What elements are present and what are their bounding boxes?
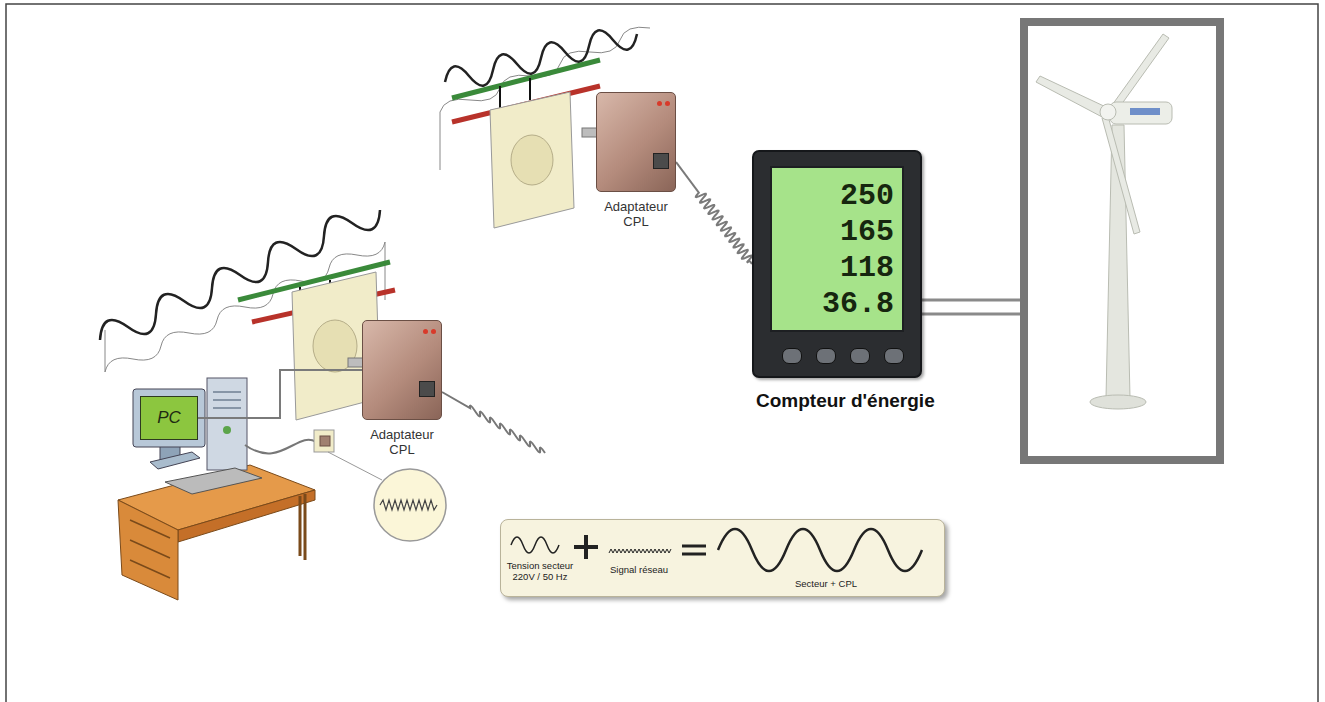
network-cable (198, 370, 362, 418)
turbine-blade (1036, 76, 1108, 118)
adapter-label: Adaptateur CPL (593, 199, 679, 229)
formula-caption: Tension secteur 220V / 50 Hz (505, 560, 575, 582)
status-led (423, 329, 428, 334)
wind-turbine (1036, 34, 1172, 409)
turbine-blade (1102, 116, 1140, 234)
drive-slot (213, 392, 241, 408)
turbine-nacelle (1110, 102, 1172, 124)
signal-wave (380, 500, 437, 510)
wall-line (105, 330, 106, 372)
adapter-node: Adaptateur CPL (596, 92, 676, 192)
ethernet-port (653, 153, 669, 169)
screen-label: PC (157, 408, 181, 428)
screen-node: PC (140, 396, 198, 440)
equals-symbol (679, 540, 709, 560)
combined-sine-symbol (715, 524, 927, 576)
turbine-base (1090, 395, 1146, 409)
adapter-label: Adaptateur CPL (359, 427, 445, 457)
power-led (223, 426, 231, 434)
wall-line (440, 112, 441, 170)
status-led (431, 329, 436, 334)
noise-symbol (607, 546, 673, 556)
small-socket (314, 430, 334, 452)
desk-leg (300, 494, 305, 560)
meter-caption: Compteur d'énergie (756, 390, 935, 412)
status-led (657, 101, 662, 106)
meter-node: 25016511836.8Compteur d'énergie (752, 150, 922, 378)
sine-symbol (509, 534, 565, 556)
status-led (665, 101, 670, 106)
keyboard (165, 468, 262, 494)
nacelle-stripe (1130, 108, 1160, 115)
formula-node: Tension secteur 220V / 50 Hz Signal résea… (500, 519, 945, 597)
socket (511, 135, 553, 185)
pc-tower (207, 378, 247, 470)
wall-plate (490, 92, 574, 228)
equals-symbol-path (682, 546, 706, 554)
meter-button (884, 348, 904, 364)
lcd-reading: 250 (772, 178, 894, 214)
formula-caption: Signal réseau (599, 564, 679, 575)
lcd-reading: 118 (772, 250, 894, 286)
drawer-line (130, 520, 170, 578)
meter-button (850, 348, 870, 364)
turbine-frame (1024, 22, 1220, 460)
zoom-line (328, 452, 382, 480)
small-plug (320, 436, 330, 446)
lcd-reading: 36.8 (772, 286, 894, 322)
zoom-circle (374, 469, 446, 541)
turbine-blade (1110, 34, 1169, 112)
cord (245, 440, 316, 454)
desk-drawers (118, 500, 178, 600)
monitor-foot (150, 452, 200, 469)
monitor-bezel (133, 389, 205, 447)
lcd-display: 25016511836.8 (770, 166, 904, 332)
turbine-hub (1100, 104, 1116, 120)
plus-symbol (571, 532, 601, 562)
page-frame (6, 4, 1318, 702)
meter-button (816, 348, 836, 364)
plus-symbol-path (574, 535, 598, 559)
sine-symbol-path (511, 537, 559, 553)
coiled-cable (676, 162, 752, 264)
lcd-reading: 165 (772, 214, 894, 250)
noise-symbol-path (609, 549, 671, 553)
coiled-cable (442, 392, 545, 453)
power-line (922, 300, 1024, 314)
desk-edge (178, 490, 315, 542)
formula-caption: Secteur + CPL (771, 578, 881, 589)
combined-sine-symbol-path (718, 529, 922, 571)
ethernet-port (419, 381, 435, 397)
adapter-node: Adaptateur CPL (362, 320, 442, 420)
meter-button (782, 348, 802, 364)
